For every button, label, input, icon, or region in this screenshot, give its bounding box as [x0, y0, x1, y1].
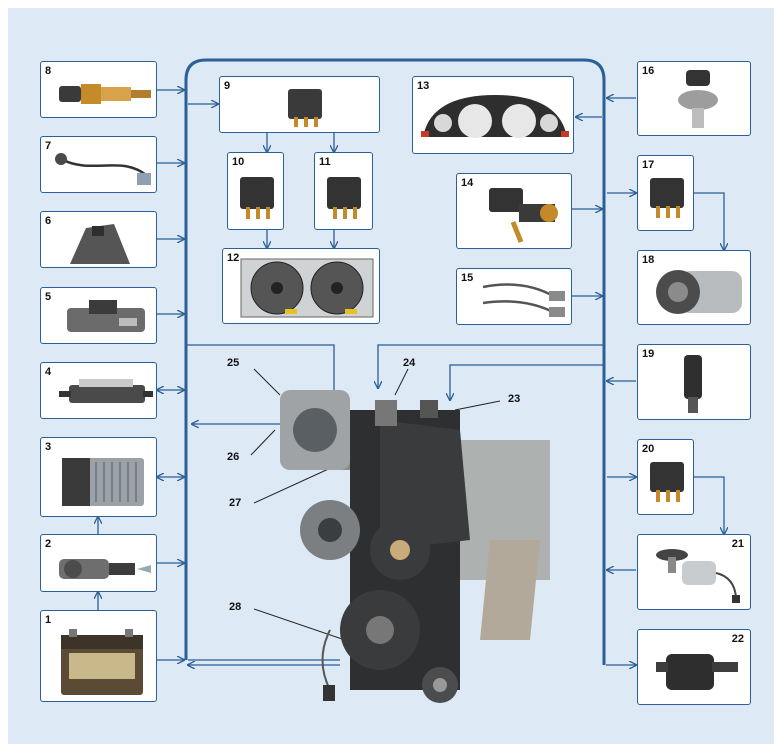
- component-20-relay: 20: [637, 439, 694, 515]
- callout-24: 24: [403, 357, 416, 369]
- callout-25: 25: [227, 357, 240, 369]
- component-16-pressure-switch: 16: [637, 61, 751, 136]
- component-15-oxygen-sensors: 15: [456, 268, 572, 325]
- component-number: 10: [232, 156, 245, 168]
- component-12-radiator-fans: 12: [222, 248, 380, 324]
- relay-icon: [327, 177, 361, 219]
- component-number: 18: [642, 254, 655, 266]
- component-number: 15: [461, 272, 474, 284]
- map-sensor-icon: [67, 300, 145, 332]
- component-number: 11: [319, 156, 331, 168]
- component-number: 6: [45, 215, 52, 227]
- connector-icon: [59, 379, 153, 403]
- component-5-pressure-sensor: 5: [40, 287, 157, 344]
- component-number: 3: [45, 441, 52, 453]
- fan-assembly-icon: [240, 258, 374, 318]
- component-number: 19: [642, 348, 655, 360]
- engine-illustration: [280, 390, 550, 703]
- component-4-diagnostic-connector: 4: [40, 362, 157, 419]
- component-number: 8: [45, 65, 52, 77]
- component-1-battery: 1: [40, 610, 157, 702]
- component-9-main-relay: 9: [219, 76, 380, 133]
- valve-icon: [656, 654, 738, 690]
- component-number: 21: [731, 538, 744, 550]
- position-sensor-icon: [489, 188, 558, 243]
- instrument-cluster-icon: [421, 95, 569, 138]
- compressor-icon: [656, 270, 742, 314]
- component-19-speed-sensor: 19: [637, 344, 751, 420]
- pressure-switch-icon: [678, 70, 718, 128]
- knock-sensor-icon: [55, 153, 151, 185]
- relay-icon: [650, 178, 684, 218]
- component-number: 22: [731, 633, 744, 645]
- main-bus: [184, 58, 606, 665]
- component-10-fan-relay: 10: [227, 152, 284, 230]
- component-8-coolant-temp-sensor: 8: [40, 61, 157, 118]
- ignition-switch-icon: [59, 559, 151, 579]
- component-number: 7: [45, 140, 52, 152]
- component-number: 12: [227, 252, 240, 264]
- component-number: 17: [642, 159, 655, 171]
- relay-icon: [650, 462, 684, 502]
- component-11-fan-relay: 11: [314, 152, 373, 230]
- callout-26: 26: [227, 451, 240, 463]
- callout-28: 28: [229, 601, 242, 613]
- component-number: 14: [461, 177, 474, 189]
- temp-sensor-icon: [59, 84, 151, 104]
- component-number: 9: [224, 80, 231, 92]
- component-number: 13: [417, 80, 430, 92]
- component-number: 16: [642, 65, 655, 77]
- component-2-ignition-switch: 2: [40, 534, 157, 592]
- callout-27: 27: [229, 497, 242, 509]
- ecu-icon: [62, 458, 144, 506]
- oxygen-sensor-icon: [482, 283, 565, 317]
- component-number: 5: [45, 291, 52, 303]
- component-18-ac-compressor: 18: [637, 250, 751, 325]
- component-number: 20: [642, 443, 655, 455]
- component-13-instrument-cluster: 13: [412, 76, 574, 154]
- relay-icon: [288, 89, 322, 127]
- sensor-housing-icon: [70, 224, 130, 264]
- callout-23: 23: [508, 393, 521, 405]
- component-number: 4: [45, 366, 52, 378]
- component-number: 1: [45, 614, 52, 626]
- component-6-sensor: 6: [40, 211, 157, 268]
- battery-icon: [61, 629, 143, 695]
- relay-icon: [240, 177, 274, 219]
- fuel-pump-icon: [656, 549, 740, 603]
- component-21-fuel-pump: 21: [637, 534, 751, 610]
- component-7-knock-sensor: 7: [40, 136, 157, 193]
- component-17-relay: 17: [637, 155, 694, 231]
- component-22-canister-valve: 22: [637, 629, 751, 705]
- component-3-ecu: 3: [40, 437, 157, 517]
- speed-sensor-icon: [684, 355, 702, 413]
- component-14-sensor: 14: [456, 173, 572, 249]
- component-number: 2: [45, 538, 52, 550]
